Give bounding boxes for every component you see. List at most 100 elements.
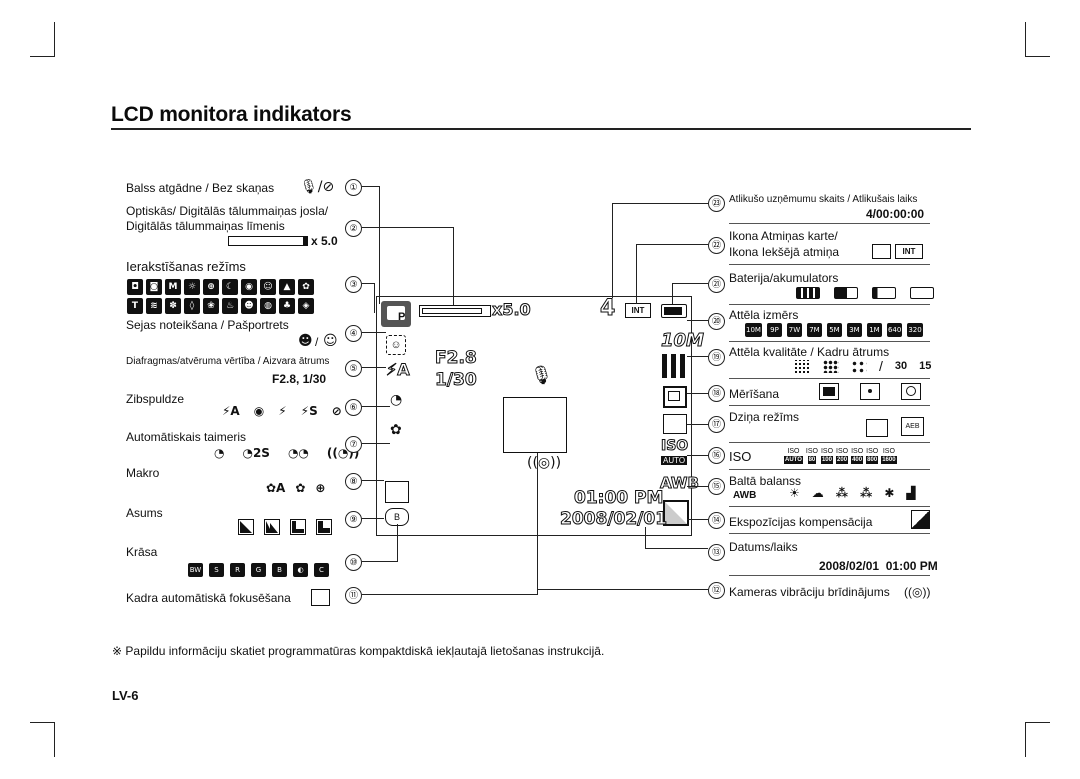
screen-shot-count: 4 xyxy=(599,296,616,322)
battery-low-icon xyxy=(872,287,896,299)
mode-icon: ☾ xyxy=(222,279,238,295)
callout-13: ⑬ xyxy=(708,544,725,561)
fps-30-icon: 30 xyxy=(894,360,908,372)
callout-18: ⑱ xyxy=(708,385,725,402)
screen-mode-icon: P xyxy=(381,301,411,327)
macro-icon: ⊕ xyxy=(315,481,326,495)
sharp-soft-icon xyxy=(238,519,254,535)
quality-fine-icon xyxy=(823,359,839,373)
screen-battery-icon xyxy=(661,304,687,318)
mode-icon: T xyxy=(127,298,143,314)
iso-option-head: ISO xyxy=(820,448,834,455)
wb-icon: ⁂ xyxy=(860,486,873,500)
screen-drive-icon xyxy=(663,414,687,434)
wb-icon: ☁ xyxy=(811,486,824,500)
sharpness-label: Asums xyxy=(126,506,163,520)
color-icon: C xyxy=(314,563,329,577)
flash-icon: ⚡ xyxy=(278,404,287,418)
wb-label: Baltā balanss xyxy=(729,474,802,488)
battery-empty-icon xyxy=(910,287,934,299)
leader-line xyxy=(362,332,386,333)
zoom-label-2: Digitālās tālummaiņas līmenis xyxy=(126,219,285,233)
iso-option-value: 200 xyxy=(836,456,849,464)
mode-icon: ☼ xyxy=(184,279,200,295)
zoom-label-1: Optiskās/ Digitālās tālummaiņas josla/ xyxy=(126,204,329,218)
size-icon: 3M xyxy=(846,323,862,337)
screen-metering-icon xyxy=(663,386,687,408)
mode-icon: ✽ xyxy=(165,298,181,314)
screen-awb: AWB xyxy=(660,474,700,493)
wb-icon: ▟ xyxy=(906,486,916,500)
zoom-value: x 5.0 xyxy=(311,234,338,248)
ev-icon xyxy=(911,510,930,529)
drive-label: Dziņa režīms xyxy=(729,410,800,424)
macro-icons: ✿A✿⊕ xyxy=(266,481,325,495)
iso-option-head: ISO xyxy=(851,448,864,455)
quality-sep: / xyxy=(879,358,883,374)
leader-line xyxy=(687,356,708,357)
leader-line xyxy=(645,548,708,549)
divider xyxy=(729,469,930,470)
sharpness-icons xyxy=(238,519,332,535)
leader-line xyxy=(362,367,386,368)
callout-4: ④ xyxy=(345,325,362,342)
iso-label: ISO xyxy=(729,449,752,464)
ev-label: Ekspozīcijas kompensācija xyxy=(729,515,873,529)
divider xyxy=(729,575,930,576)
callout-19: ⑲ xyxy=(708,349,725,366)
callout-16: ⑯ xyxy=(708,447,725,464)
crop-mark xyxy=(30,722,55,723)
timer-icons: ◔◔2S◔◔((◔)) xyxy=(214,446,359,460)
mode-label: Ierakstīšanas režīms xyxy=(126,259,246,274)
shake-icon: ((◎)) xyxy=(904,585,931,599)
mode-icon: ♨ xyxy=(222,298,238,314)
title-rule xyxy=(111,128,971,130)
callout-2: ② xyxy=(345,220,362,237)
sharp-normal-icon xyxy=(264,519,280,535)
battery-icons xyxy=(796,287,934,299)
sharp-vivid-icon xyxy=(290,519,306,535)
flash-icon: ◉ xyxy=(253,404,265,418)
wb-icons: ☀☁⁂⁂✱▟ xyxy=(789,486,916,500)
timer-icon: ◔2S xyxy=(242,446,270,460)
leader-line xyxy=(645,527,646,549)
iso-option-head: ISO xyxy=(882,448,895,455)
size-icon: 7W xyxy=(786,323,802,337)
leader-line xyxy=(362,406,390,407)
flash-icon: ⚡S xyxy=(300,404,318,418)
leader-line xyxy=(537,589,708,590)
timer-label: Automātiskais taimeris xyxy=(126,430,247,444)
page-number: LV-6 xyxy=(112,688,139,703)
leader-line xyxy=(362,283,375,284)
color-icon: B xyxy=(272,563,287,577)
macro-label: Makro xyxy=(126,466,160,480)
leader-line xyxy=(362,561,398,562)
screen-sharp-icon xyxy=(385,481,409,503)
color-icon: G xyxy=(251,563,266,577)
size-icon: 9P xyxy=(766,323,782,337)
sharp-hard-icon xyxy=(316,519,332,535)
crop-mark xyxy=(1025,22,1026,57)
screen-face-icon: ☺ xyxy=(386,335,406,355)
callout-7: ⑦ xyxy=(345,436,362,453)
mode-icon: M xyxy=(165,279,181,295)
memory-card-icon xyxy=(872,244,891,259)
mode-icon: ◉ xyxy=(241,279,257,295)
color-label: Krāsa xyxy=(126,545,158,559)
mode-icons-row-2: T≋✽◊❀♨☻◍♣◈ xyxy=(127,298,314,314)
flash-label: Zibspuldze xyxy=(126,392,185,406)
footnote: ※ Papildu informāciju skatiet programmat… xyxy=(112,644,605,658)
iso-option-value: 80 xyxy=(807,456,817,464)
divider xyxy=(729,442,930,443)
mode-icon: ◍ xyxy=(260,298,276,314)
divider xyxy=(729,304,930,305)
wb-awb: AWB xyxy=(733,490,757,501)
divider xyxy=(729,533,930,534)
mode-icon: ◙ xyxy=(146,279,162,295)
color-icon: R xyxy=(230,563,245,577)
screen-time: 01:00 PM xyxy=(573,488,664,509)
internal-memory-text: INT xyxy=(902,247,916,256)
